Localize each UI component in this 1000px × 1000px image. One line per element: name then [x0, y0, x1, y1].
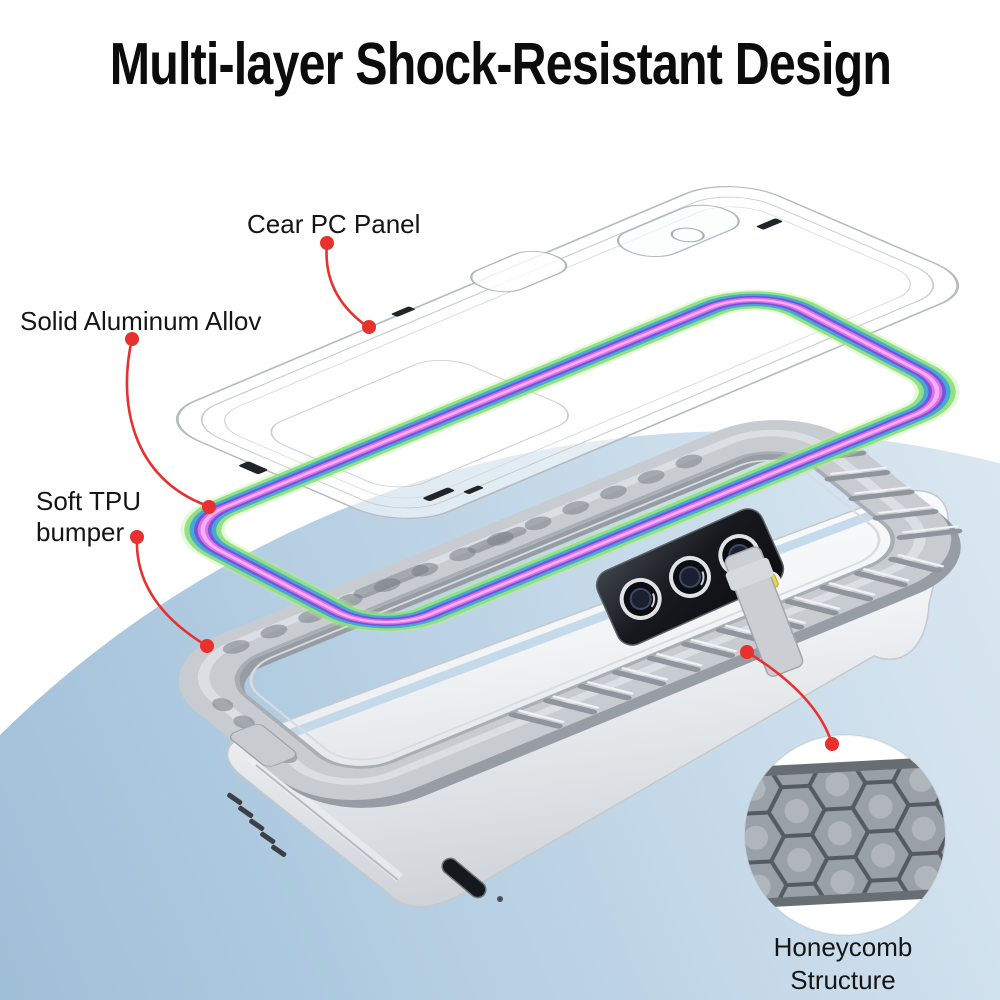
page-title-text: Multi-layer Shock-Resistant Design	[109, 31, 891, 97]
label-soft-tpu-line1: Soft TPU	[36, 486, 142, 516]
callout-dots	[125, 236, 839, 751]
label-aluminum-alloy: Solid Aluminum Allov	[20, 306, 261, 337]
label-honeycomb-structure: Honeycomb Structure	[713, 931, 973, 997]
label-honeycomb-line2: Structure	[790, 965, 896, 995]
callout-leaders	[125, 241, 834, 746]
frame-core-highlight	[200, 298, 940, 624]
page-title: Multi-layer Shock-Resistant Design	[0, 30, 1000, 98]
label-soft-tpu-line2: bumper	[36, 517, 125, 547]
phone-screen-edge	[247, 502, 898, 753]
camera-cutout	[616, 204, 740, 258]
camera-module	[595, 508, 785, 646]
bumper-inner-lip	[234, 451, 896, 769]
panel-button-cutouts	[239, 218, 783, 501]
label-honeycomb-line1: Honeycomb	[773, 932, 913, 962]
camera-lens-2	[669, 556, 711, 598]
label-clear-pc-panel-text: Cear PC Panel	[247, 209, 421, 239]
tpu-bumper-layer	[178, 419, 963, 808]
bumper-inner-lip-light	[249, 459, 881, 761]
bumper-clip-bracket	[724, 546, 804, 677]
usb-c-port	[441, 857, 487, 899]
bumper-side-tab	[229, 724, 297, 767]
leader-dot-honeycomb-start	[740, 645, 754, 659]
honeycomb-inset	[744, 734, 946, 936]
leader-dot-aluminum-alloy-end	[202, 500, 216, 514]
phone-side-face-line	[255, 764, 399, 881]
leader-line-soft-tpu	[135, 535, 209, 648]
leader-dot-honeycomb-end	[825, 737, 839, 751]
label-soft-tpu-bumper: Soft TPU bumper	[36, 486, 141, 548]
leader-dot-aluminum-alloy-start	[125, 332, 139, 346]
leader-line-clear-pc-panel	[325, 241, 370, 329]
speaker-grille	[227, 792, 287, 858]
phone-side-face-highlight	[246, 753, 404, 882]
leader-line-aluminum-alloy	[125, 337, 210, 508]
camera-lens-1	[619, 577, 662, 620]
honeycomb-pattern	[745, 756, 945, 909]
leader-dot-soft-tpu-end	[200, 639, 214, 653]
bumper-wall-slots	[353, 526, 527, 599]
mic-hole	[497, 896, 503, 902]
leader-line-honeycomb	[745, 650, 834, 746]
camera-cutout-ring	[670, 227, 705, 243]
leader-dot-clear-pc-panel-start	[320, 236, 334, 250]
leader-dot-clear-pc-panel-end	[362, 320, 376, 334]
leader-dot-soft-tpu-start	[130, 530, 144, 544]
panel-notch-cutout	[470, 250, 568, 293]
label-clear-pc-panel: Cear PC Panel	[247, 209, 420, 240]
label-aluminum-alloy-text: Solid Aluminum Allov	[20, 306, 262, 336]
aluminum-frame-layer	[180, 289, 960, 633]
